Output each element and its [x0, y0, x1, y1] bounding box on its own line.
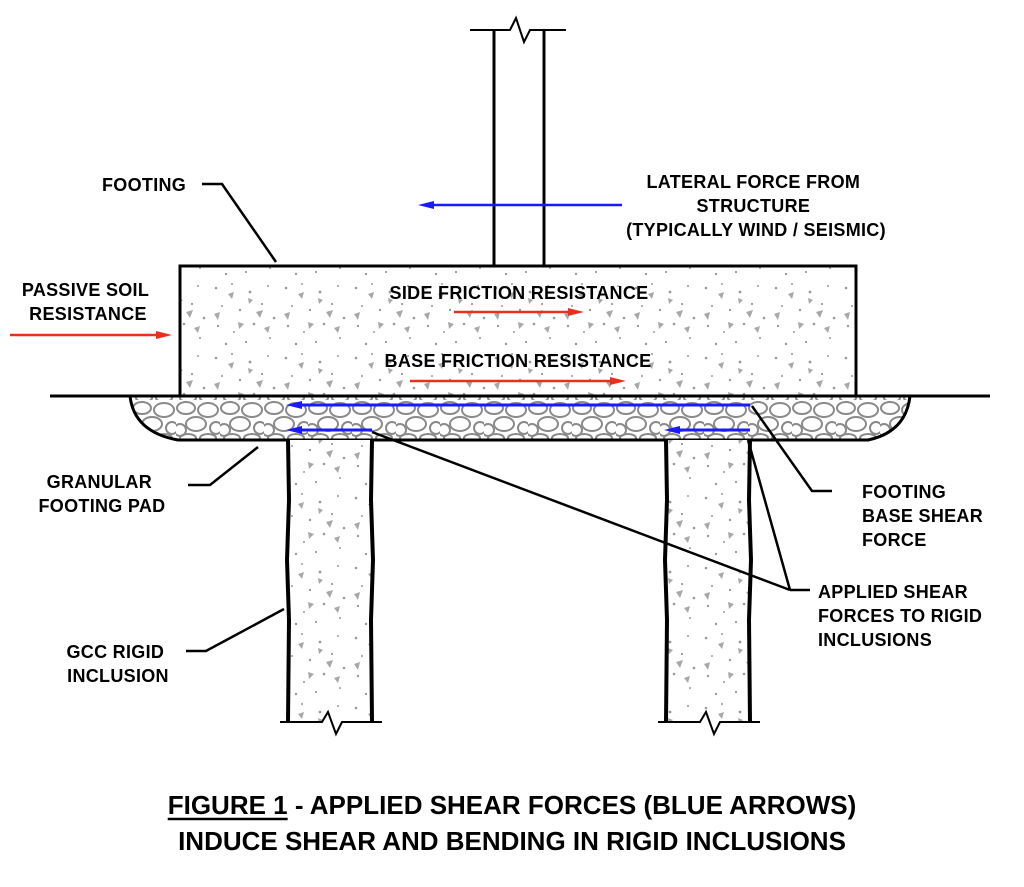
leader-lines [186, 182, 832, 653]
granular-pad-leader [188, 446, 259, 487]
figure-caption-line-2: INDUCE SHEAR AND BENDING IN RIGID INCLUS… [178, 826, 846, 856]
applied-shear-arrow-right [664, 426, 750, 434]
footing-leader [202, 182, 278, 263]
inclusion-break-symbol [658, 709, 760, 737]
figure-caption-line-1: FIGURE 1 - APPLIED SHEAR FORCES (BLUE AR… [168, 790, 857, 820]
footing-base-shear-arrow [286, 401, 750, 409]
applied-shear-leader-left [371, 430, 791, 592]
granular-pad-label: GRANULAR FOOTING PAD [39, 472, 166, 516]
side-friction-label: SIDE FRICTION RESISTANCE [390, 283, 649, 303]
rigid-inclusion-left [280, 439, 382, 737]
structure-column [470, 15, 566, 266]
applied-shear-arrow-left [286, 426, 372, 434]
figure-number: FIGURE 1 [168, 790, 288, 820]
lateral-force-arrow [418, 201, 622, 209]
footing-label: FOOTING [102, 175, 186, 195]
lateral-force-label: LATERAL FORCE FROM STRUCTURE (TYPICALLY … [626, 172, 886, 240]
side-friction-arrow [454, 308, 584, 316]
base-shear-label: FOOTING BASE SHEAR FORCE [862, 482, 988, 550]
gcc-inclusion-leader [186, 607, 285, 653]
passive-soil-label: PASSIVE SOIL RESISTANCE [22, 280, 154, 324]
base-friction-arrow [410, 377, 626, 385]
base-shear-leader [750, 405, 832, 493]
caption-title: - APPLIED SHEAR FORCES (BLUE ARROWS) [288, 790, 857, 820]
column-break-symbol [470, 15, 566, 45]
footing-block [178, 264, 858, 398]
rigid-inclusion-right [658, 439, 760, 737]
base-friction-label: BASE FRICTION RESISTANCE [385, 351, 652, 371]
applied-shear-label: APPLIED SHEAR FORCES TO RIGID INCLUSIONS [818, 582, 988, 650]
passive-soil-arrow [10, 331, 172, 339]
granular-footing-pad [128, 394, 912, 442]
gcc-inclusion-label: GCC RIGID INCLUSION [66, 642, 169, 686]
inclusion-break-symbol [280, 709, 382, 737]
applied-shear-leader-right [746, 439, 792, 591]
